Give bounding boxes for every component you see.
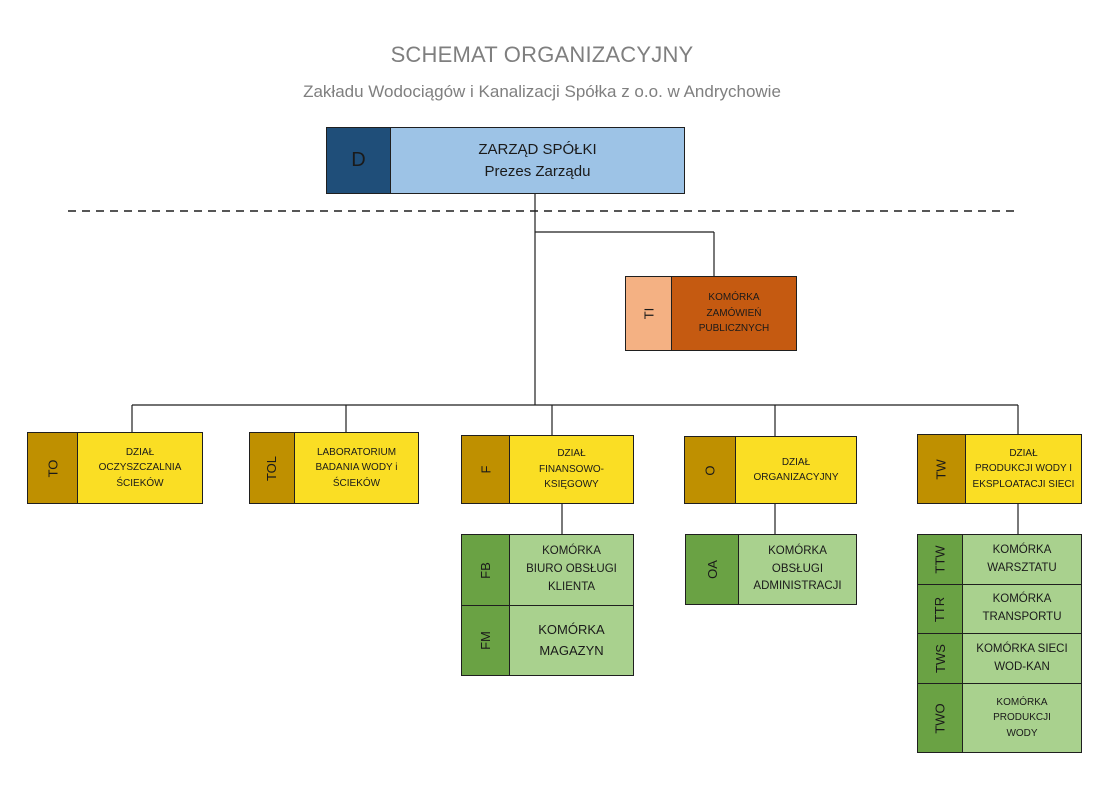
- unit-oa: OA KOMÓRKA OBSŁUGI ADMINISTRACJI: [686, 535, 856, 604]
- unit-ttr-label: KOMÓRKA TRANSPORTU: [963, 585, 1081, 633]
- o-units-stack: OA KOMÓRKA OBSŁUGI ADMINISTRACJI: [685, 534, 857, 605]
- dept-tol-code: TOL: [250, 433, 295, 503]
- unit-fb-code: FB: [462, 535, 510, 605]
- unit-fb-code-text: FB: [478, 561, 493, 579]
- dept-to-box: TO DZIAŁ OCZYSZCZALNIA ŚCIEKÓW: [27, 432, 203, 504]
- unit-ttr: TTR KOMÓRKA TRANSPORTU: [918, 585, 1081, 634]
- dept-to-code: TO: [28, 433, 78, 503]
- unit-tws-label: KOMÓRKA SIECI WOD-KAN: [963, 634, 1081, 683]
- unit-fb-label: KOMÓRKA BIURO OBSŁUGI KLIENTA: [510, 535, 633, 605]
- dept-to-label: DZIAŁ OCZYSZCZALNIA ŚCIEKÓW: [78, 433, 202, 503]
- board-title: ZARZĄD SPÓŁKI: [478, 140, 597, 158]
- tw-units-stack: TTW KOMÓRKA WARSZTATU TTR KOMÓRKA TRANSP…: [917, 534, 1082, 753]
- ti-code: TI: [626, 277, 672, 350]
- dept-tw-label: DZIAŁ PRODUKCJI WODY I EKSPLOATACJI SIEC…: [966, 435, 1081, 503]
- unit-two: TWO KOMÓRKA PRODUKCJI WODY: [918, 684, 1081, 752]
- unit-ttw-code: TTW: [918, 535, 963, 584]
- unit-ttw: TTW KOMÓRKA WARSZTATU: [918, 535, 1081, 585]
- unit-two-label: KOMÓRKA PRODUKCJI WODY: [963, 684, 1081, 752]
- dept-o-code-text: O: [702, 464, 718, 476]
- unit-tws-code-text: TWS: [932, 644, 948, 673]
- dept-o-code: O: [685, 437, 736, 503]
- dept-tol-code-text: TOL: [264, 455, 280, 481]
- dept-tol-box: TOL LABORATORIUM BADANIA WODY i ŚCIEKÓW: [249, 432, 419, 504]
- ti-code-text: TI: [641, 307, 656, 320]
- dept-o-label: DZIAŁ ORGANIZACYJNY: [736, 437, 856, 503]
- unit-ttw-code-text: TTW: [932, 545, 948, 574]
- unit-ttr-code: TTR: [918, 585, 963, 633]
- unit-oa-label: KOMÓRKA OBSŁUGI ADMINISTRACJI: [739, 535, 856, 604]
- ti-box: TI KOMÓRKA ZAMÓWIEŃ PUBLICZNYCH: [625, 276, 797, 351]
- unit-oa-code-text: OA: [704, 560, 720, 579]
- board-subtitle: Prezes Zarządu: [484, 162, 591, 180]
- page-subtitle: Zakładu Wodociągów i Kanalizacji Spółka …: [303, 82, 781, 101]
- f-units-stack: FB KOMÓRKA BIURO OBSŁUGI KLIENTA FM KOMÓ…: [461, 534, 634, 676]
- unit-tws: TWS KOMÓRKA SIECI WOD-KAN: [918, 634, 1081, 684]
- unit-fm-code-text: FM: [478, 631, 493, 650]
- dept-tw-code-text: TW: [934, 458, 949, 480]
- page-title: SCHEMAT ORGANIZACYJNY: [390, 42, 694, 67]
- board-label: ZARZĄD SPÓŁKI Prezes Zarządu: [391, 128, 684, 193]
- unit-ttr-code-text: TTR: [932, 596, 948, 622]
- unit-two-code-text: TWO: [932, 702, 948, 734]
- board-code: D: [327, 128, 391, 193]
- dept-tw-box: TW DZIAŁ PRODUKCJI WODY I EKSPLOATACJI S…: [917, 434, 1082, 504]
- unit-tws-code: TWS: [918, 634, 963, 683]
- board-code-text: D: [351, 149, 366, 171]
- unit-fm-label: KOMÓRKA MAGAZYN: [510, 606, 633, 675]
- dept-f-code: F: [462, 436, 510, 503]
- dept-tol-label: LABORATORIUM BADANIA WODY i ŚCIEKÓW: [295, 433, 418, 503]
- unit-ttw-label: KOMÓRKA WARSZTATU: [963, 535, 1081, 584]
- board-box: D ZARZĄD SPÓŁKI Prezes Zarządu: [326, 127, 685, 194]
- ti-label: KOMÓRKA ZAMÓWIEŃ PUBLICZNYCH: [672, 277, 796, 350]
- unit-fb: FB KOMÓRKA BIURO OBSŁUGI KLIENTA: [462, 535, 633, 606]
- dept-f-code-text: F: [477, 465, 493, 474]
- unit-oa-code: OA: [686, 535, 739, 604]
- unit-fm: FM KOMÓRKA MAGAZYN: [462, 606, 633, 675]
- dept-f-box: F DZIAŁ FINANSOWO- KSIĘGOWY: [461, 435, 634, 504]
- unit-fm-code: FM: [462, 606, 510, 675]
- dept-to-code-text: TO: [44, 459, 60, 477]
- dept-tw-code: TW: [918, 435, 966, 503]
- unit-two-code: TWO: [918, 684, 963, 752]
- dept-o-box: O DZIAŁ ORGANIZACYJNY: [684, 436, 857, 504]
- dept-f-label: DZIAŁ FINANSOWO- KSIĘGOWY: [510, 436, 633, 503]
